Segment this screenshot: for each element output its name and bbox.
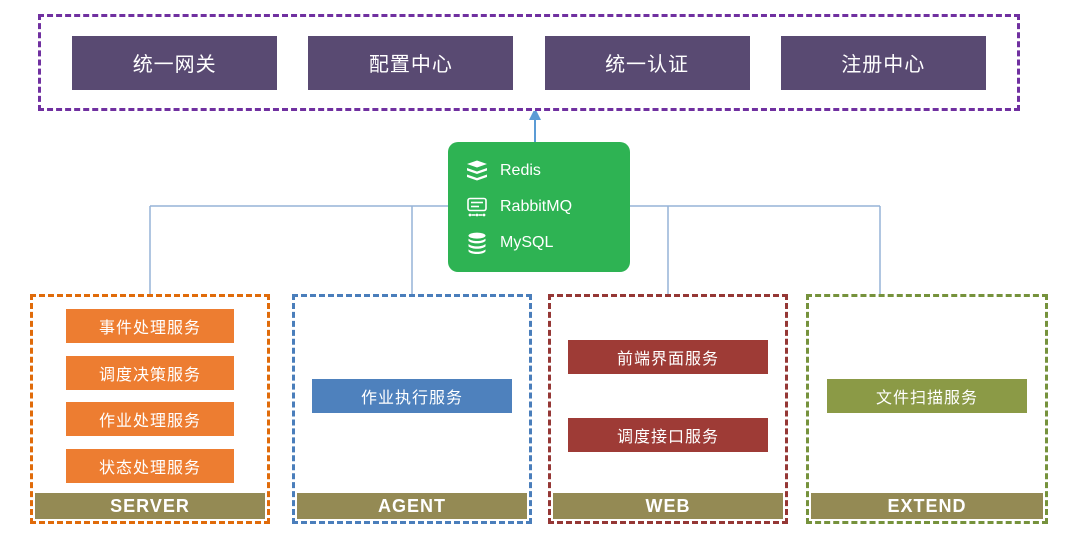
service-box-frontend-ui: 前端界面服务 [568, 340, 768, 375]
web-group: 前端界面服务 调度接口服务 WEB [548, 294, 788, 524]
service-box-status-processing: 状态处理服务 [66, 448, 234, 483]
service-box-schedule-decision: 调度决策服务 [66, 355, 234, 390]
agent-group-label: AGENT [297, 493, 527, 519]
redis-icon [464, 158, 490, 184]
middleware-item-rabbitmq: RabbitMQ [448, 194, 630, 220]
middleware-item-redis: Redis [448, 158, 630, 184]
up-arrow-icon [529, 108, 541, 144]
middleware-item-mysql: MySQL [448, 230, 630, 256]
middleware-label: MySQL [500, 234, 554, 251]
extend-group: 文件扫描服务 EXTEND [806, 294, 1048, 524]
agent-services: 作业执行服务 [295, 297, 529, 495]
auth-box: 统一认证 [544, 35, 750, 90]
registry-box: 注册中心 [780, 35, 986, 90]
web-services: 前端界面服务 调度接口服务 [551, 297, 785, 495]
mysql-icon [464, 230, 490, 256]
server-group-label: SERVER [35, 493, 265, 519]
service-box-schedule-api: 调度接口服务 [568, 417, 768, 452]
service-box-event-processing: 事件处理服务 [66, 309, 234, 344]
server-group: 事件处理服务 调度决策服务 作业处理服务 状态处理服务 SERVER [30, 294, 270, 524]
extend-group-label: EXTEND [811, 493, 1043, 519]
middleware-label: Redis [500, 162, 541, 179]
agent-group: 作业执行服务 AGENT [292, 294, 532, 524]
web-group-label: WEB [553, 493, 783, 519]
middleware-label: RabbitMQ [500, 198, 573, 215]
service-box-file-scan: 文件扫描服务 [827, 379, 1027, 413]
service-box-job-execution: 作业执行服务 [312, 379, 512, 413]
server-services: 事件处理服务 调度决策服务 作业处理服务 状态处理服务 [33, 297, 267, 495]
gateway-box: 统一网关 [72, 35, 278, 90]
service-box-job-processing: 作业处理服务 [66, 402, 234, 437]
config-center-box: 配置中心 [308, 35, 514, 90]
platform-group: 统一网关 配置中心 统一认证 注册中心 [38, 14, 1020, 111]
extend-services: 文件扫描服务 [809, 297, 1045, 495]
rabbitmq-icon [464, 194, 490, 220]
middleware-box: Redis RabbitMQ [448, 142, 630, 272]
